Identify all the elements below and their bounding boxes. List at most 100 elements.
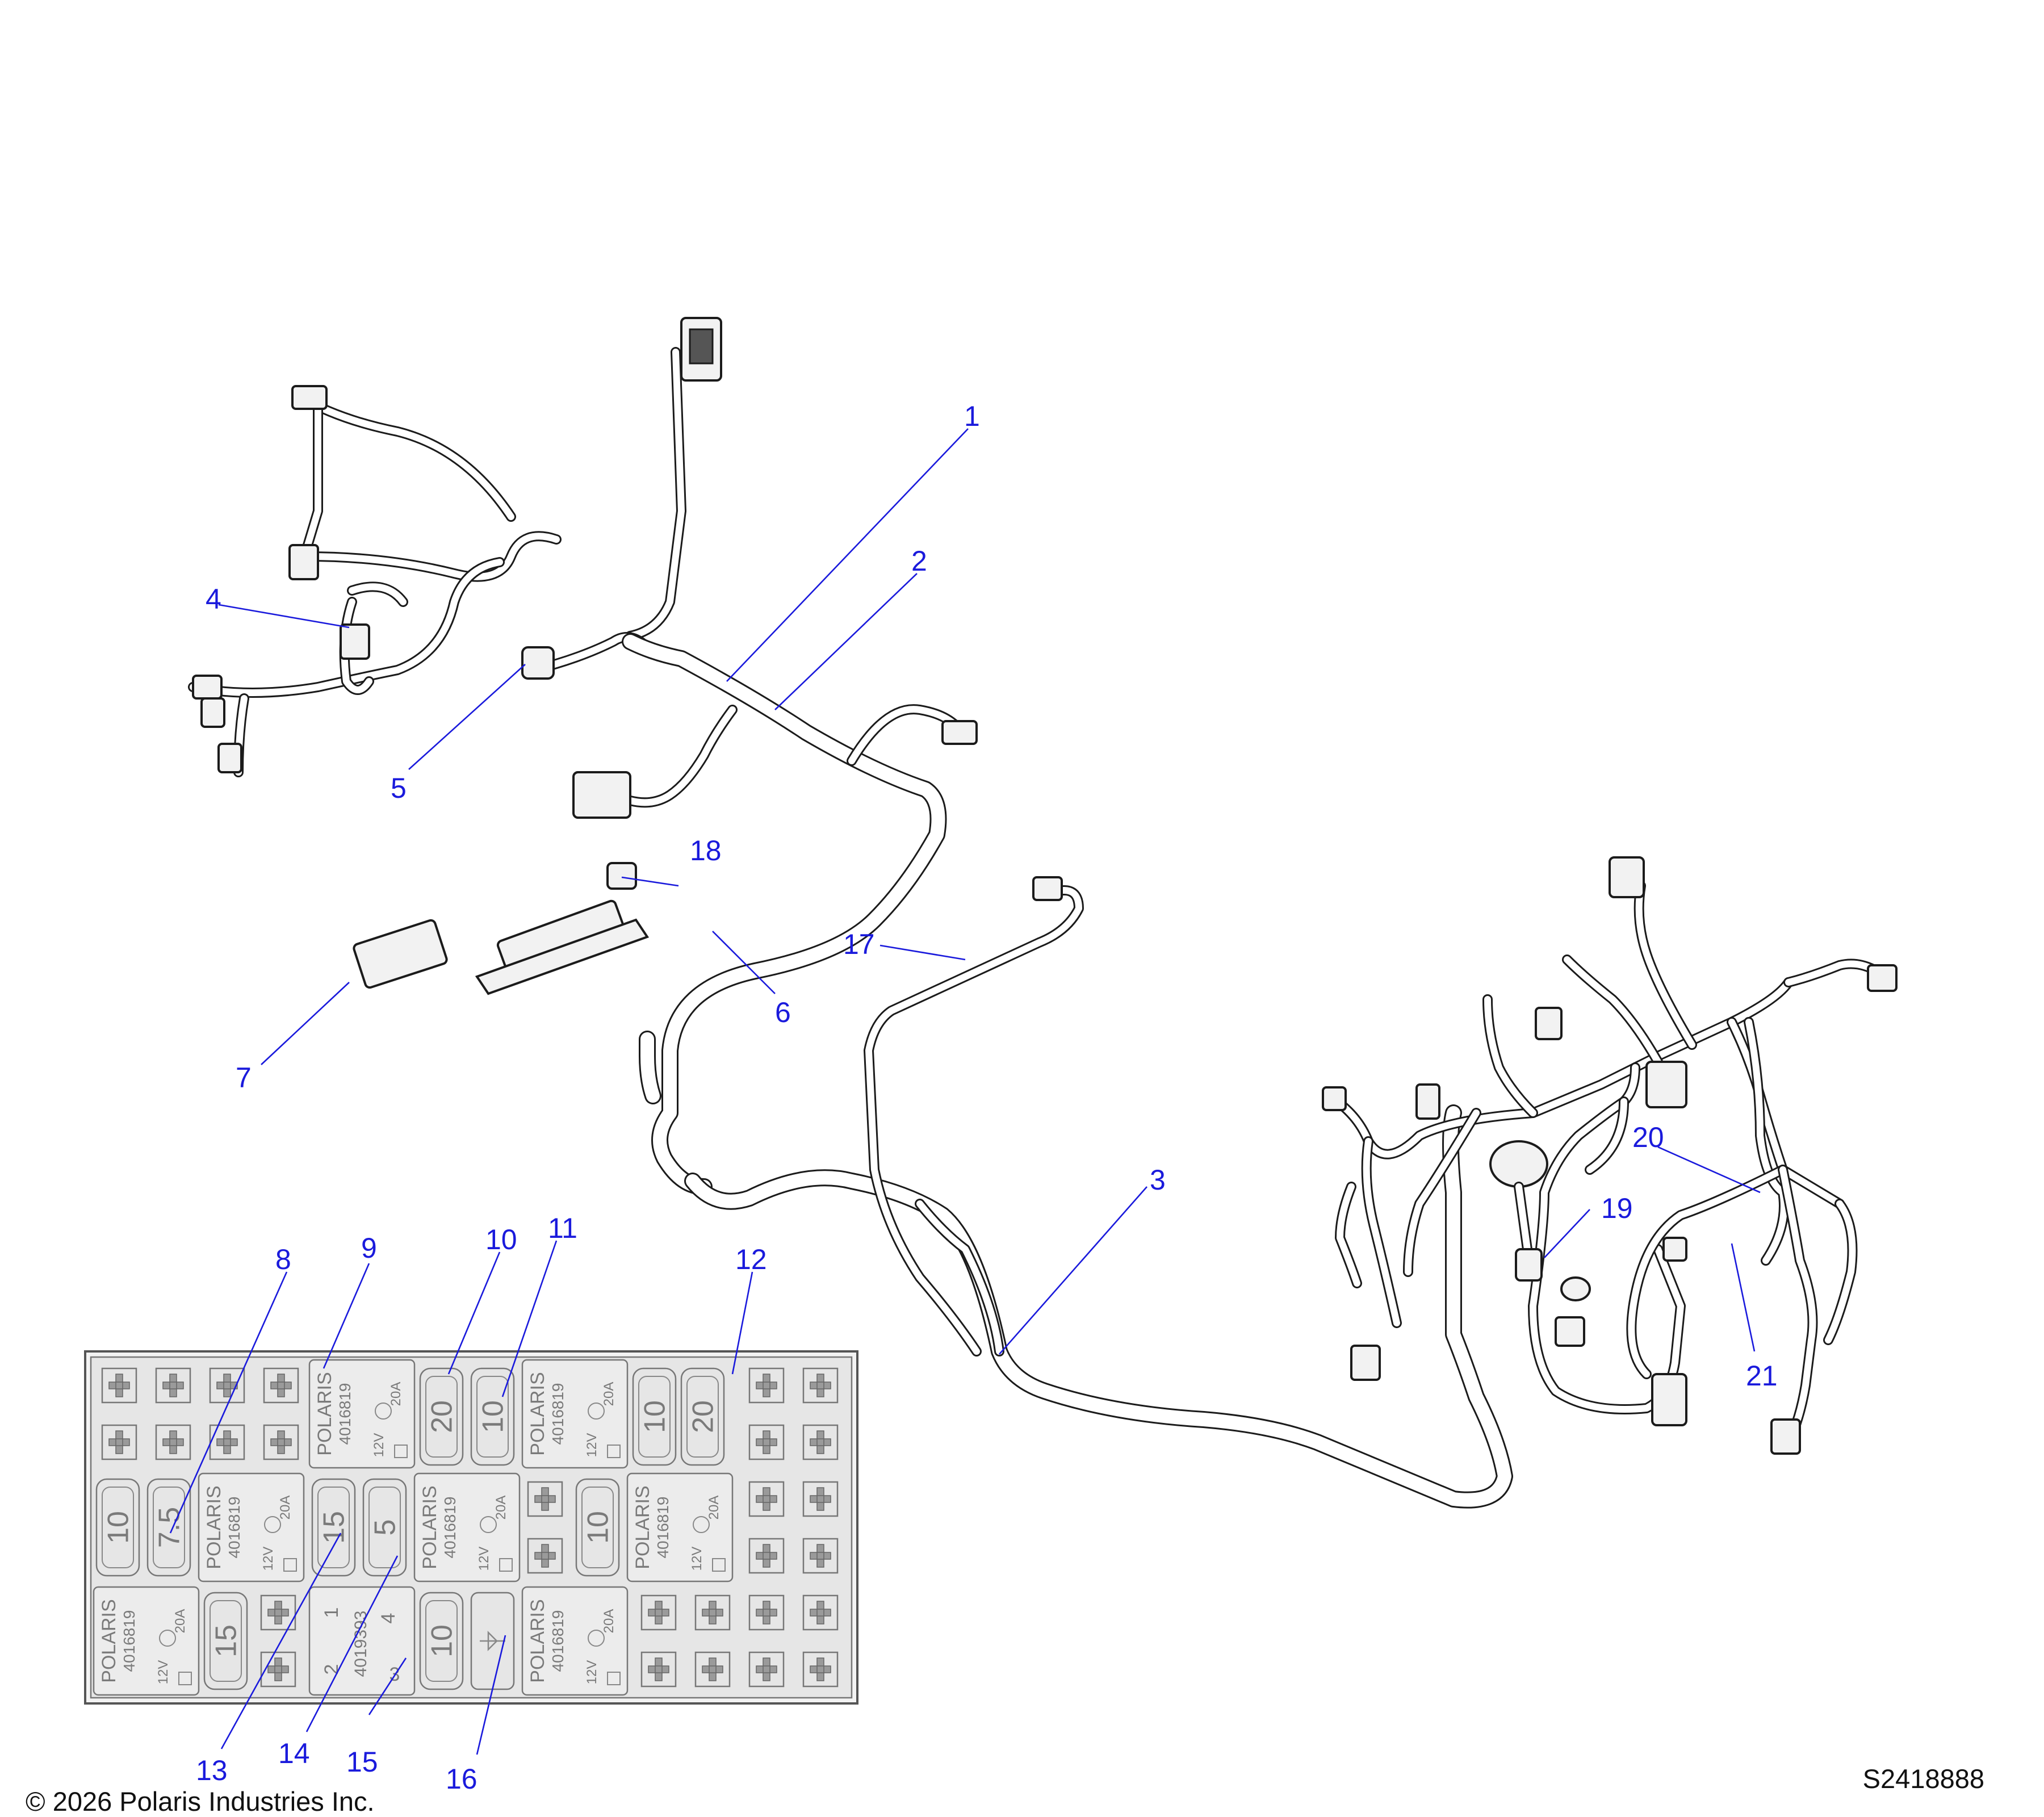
fuse: 5 — [362, 1478, 407, 1577]
relay-label: 20A — [493, 1496, 509, 1520]
fuse-rating: 15 — [210, 1625, 243, 1657]
relay-label: 12V — [371, 1433, 387, 1458]
fuse-rating: 20 — [426, 1400, 459, 1433]
fuse: 10 — [95, 1478, 140, 1577]
terminal-socket — [640, 1651, 677, 1688]
harness-branch-17 — [864, 885, 1084, 1357]
terminal-socket — [748, 1481, 785, 1517]
callout-6: 6 — [775, 997, 791, 1028]
relay-label: 20A — [173, 1609, 188, 1634]
callout-9: 9 — [361, 1232, 377, 1264]
callout-numbers: 1 2 3 4 5 6 7 8 9 10 11 12 13 14 15 16 1… — [196, 400, 1778, 1795]
fuse-rating: 10 — [102, 1511, 135, 1544]
diode-slot — [470, 1592, 515, 1690]
callout-16: 16 — [446, 1763, 478, 1795]
fuse-rating: 10 — [639, 1400, 672, 1433]
fuse: 15 — [203, 1592, 248, 1690]
relay-label: POLARIS — [419, 1485, 441, 1569]
fuse: 7.5 — [146, 1478, 191, 1577]
callout-12: 12 — [735, 1244, 767, 1275]
callout-2: 2 — [911, 545, 927, 577]
relay-label: 4016819 — [120, 1610, 138, 1672]
callout-17: 17 — [843, 928, 875, 960]
relay-label: 20A — [601, 1382, 617, 1406]
relay-label: POLARIS — [527, 1599, 548, 1682]
leader-lines — [169, 428, 1761, 1755]
terminal-socket — [748, 1594, 785, 1631]
terminal-socket — [263, 1424, 299, 1460]
relay-label: 4016819 — [441, 1496, 459, 1558]
rear-harness — [1323, 881, 1890, 1447]
terminal-socket — [527, 1481, 563, 1517]
fuse: 10 — [575, 1478, 620, 1577]
fuse-rating: 10 — [582, 1511, 615, 1544]
terminal-socket — [802, 1424, 839, 1460]
terminal-socket — [260, 1651, 296, 1688]
main-harness — [188, 347, 1513, 1509]
connectors — [192, 317, 1898, 1455]
terminal-socket — [802, 1651, 839, 1688]
terminal-socket — [155, 1367, 191, 1404]
callout-21: 21 — [1746, 1360, 1778, 1392]
fuse: 20 — [680, 1367, 725, 1466]
relay-label: 12V — [156, 1660, 171, 1685]
callout-3: 3 — [1150, 1164, 1166, 1196]
callout-10: 10 — [485, 1224, 517, 1255]
relay-label: POLARIS — [632, 1485, 654, 1569]
relay-label: 12V — [261, 1547, 276, 1571]
callout-20: 20 — [1632, 1121, 1664, 1153]
callout-7: 7 — [236, 1062, 252, 1094]
relay-label: POLARIS — [527, 1372, 548, 1455]
callout-14: 14 — [278, 1738, 310, 1769]
terminal-socket — [155, 1424, 191, 1460]
terminal-socket — [209, 1367, 245, 1404]
fuse-rating: 7.5 — [153, 1507, 186, 1548]
relay-label: 12V — [689, 1547, 705, 1571]
terminal-socket — [640, 1594, 677, 1631]
fuse-rating: 15 — [318, 1511, 351, 1544]
callout-1: 1 — [964, 400, 980, 432]
relay-label: 4016819 — [336, 1383, 354, 1445]
diode-label: 4 — [378, 1613, 399, 1624]
terminal-socket — [209, 1424, 245, 1460]
callout-15: 15 — [346, 1746, 378, 1778]
relay-label: 20A — [278, 1496, 293, 1520]
fuse-rating: 10 — [477, 1400, 510, 1433]
relay-label: 20A — [706, 1496, 722, 1520]
fuse: 20 — [419, 1367, 464, 1466]
terminal-socket — [263, 1367, 299, 1404]
relay-label: 12V — [584, 1660, 600, 1685]
relay-label: 12V — [476, 1547, 492, 1571]
relay-label: POLARIS — [203, 1485, 225, 1569]
diode-label: 1 — [321, 1607, 342, 1618]
terminal-socket — [748, 1367, 785, 1404]
drawing-number: S2418888 — [1862, 1764, 1984, 1794]
callout-19: 19 — [1601, 1192, 1633, 1224]
diode-label: 4019393 — [351, 1611, 370, 1677]
terminal-socket — [748, 1424, 785, 1460]
callout-18: 18 — [690, 835, 722, 866]
relay-label: 20A — [601, 1609, 617, 1634]
terminal-socket — [802, 1538, 839, 1574]
terminal-socket — [802, 1594, 839, 1631]
terminal-socket — [101, 1367, 137, 1404]
relay-label: POLARIS — [314, 1372, 336, 1455]
terminal-socket — [101, 1424, 137, 1460]
relay-label: 12V — [584, 1433, 600, 1458]
fuse-rating: 10 — [426, 1625, 459, 1657]
fuse: 10 — [419, 1592, 464, 1690]
fuse-rating: 5 — [369, 1519, 402, 1536]
copyright-notice: © 2026 Polaris Industries Inc. — [26, 1786, 375, 1816]
terminal-socket — [260, 1594, 296, 1631]
callout-5: 5 — [391, 772, 407, 804]
terminal-socket — [802, 1367, 839, 1404]
callout-8: 8 — [275, 1244, 291, 1275]
relay-label: 4016819 — [225, 1496, 243, 1558]
